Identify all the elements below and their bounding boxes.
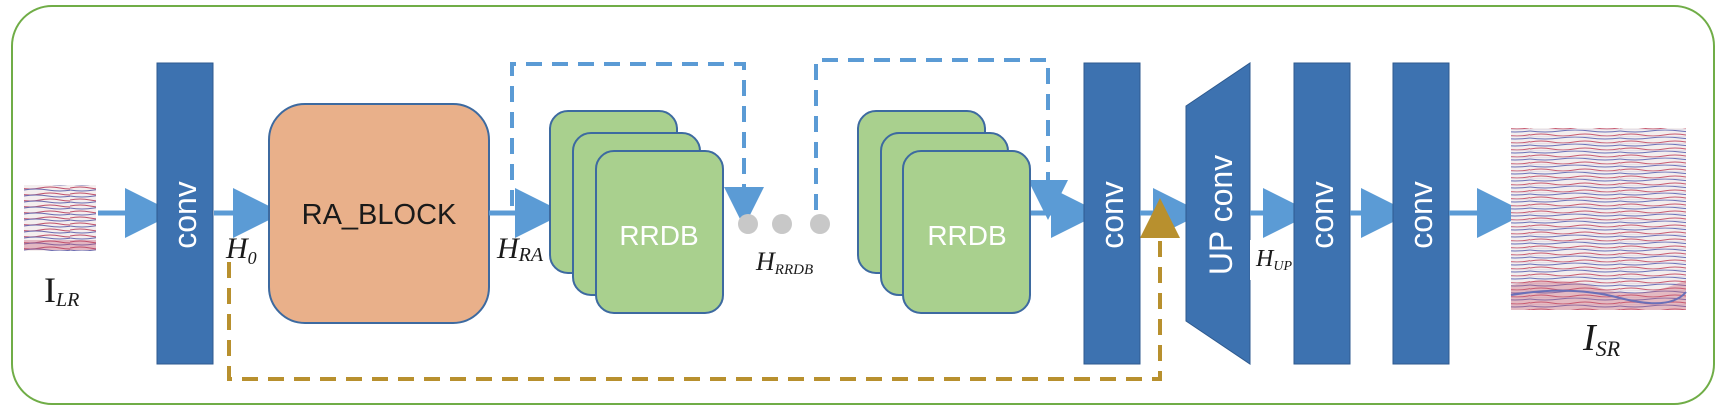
hup-label-bg: [1250, 240, 1294, 280]
up-conv-block: UP conv: [1185, 62, 1251, 365]
svg-text:UP conv: UP conv: [1203, 155, 1239, 275]
svg-text:RA_BLOCK: RA_BLOCK: [302, 199, 457, 231]
ellipsis-dot-3: [810, 214, 830, 234]
ellipsis-dot-1: [738, 214, 758, 234]
hrrdb-label: HRRDB: [755, 247, 813, 278]
dashed-skip-1: [510, 62, 764, 227]
conv4-block: conv: [1392, 62, 1450, 365]
conv2-block: conv: [1083, 62, 1141, 365]
svg-text:conv: conv: [1094, 181, 1130, 249]
hra-label: HRA: [496, 232, 544, 266]
output-image: [1510, 128, 1687, 310]
ra-block: RA_BLOCK: [268, 103, 490, 324]
svg-text:conv: conv: [167, 181, 203, 249]
input-label: ILR: [44, 270, 79, 311]
svg-text:RRDB: RRDB: [927, 220, 1006, 251]
svg-text:conv: conv: [1304, 181, 1340, 249]
output-label: ISR: [1582, 317, 1621, 361]
outer-frame: [11, 5, 1715, 405]
rrdb-stack-1: RRDB: [549, 110, 724, 314]
svg-text:conv: conv: [1403, 181, 1439, 249]
hup-label: HUP: [1255, 246, 1292, 274]
h0-label: H0: [225, 232, 257, 268]
input-image: [24, 185, 96, 251]
dashed-global-skip: [227, 198, 1180, 381]
rrdb-stack-2: RRDB: [857, 110, 1031, 314]
conv3-block: conv: [1293, 62, 1351, 365]
conv1-block: conv: [156, 62, 214, 365]
dashed-skip-2: [814, 58, 1068, 220]
svg-text:RRDB: RRDB: [619, 220, 698, 251]
ellipsis-dot-2: [772, 214, 792, 234]
